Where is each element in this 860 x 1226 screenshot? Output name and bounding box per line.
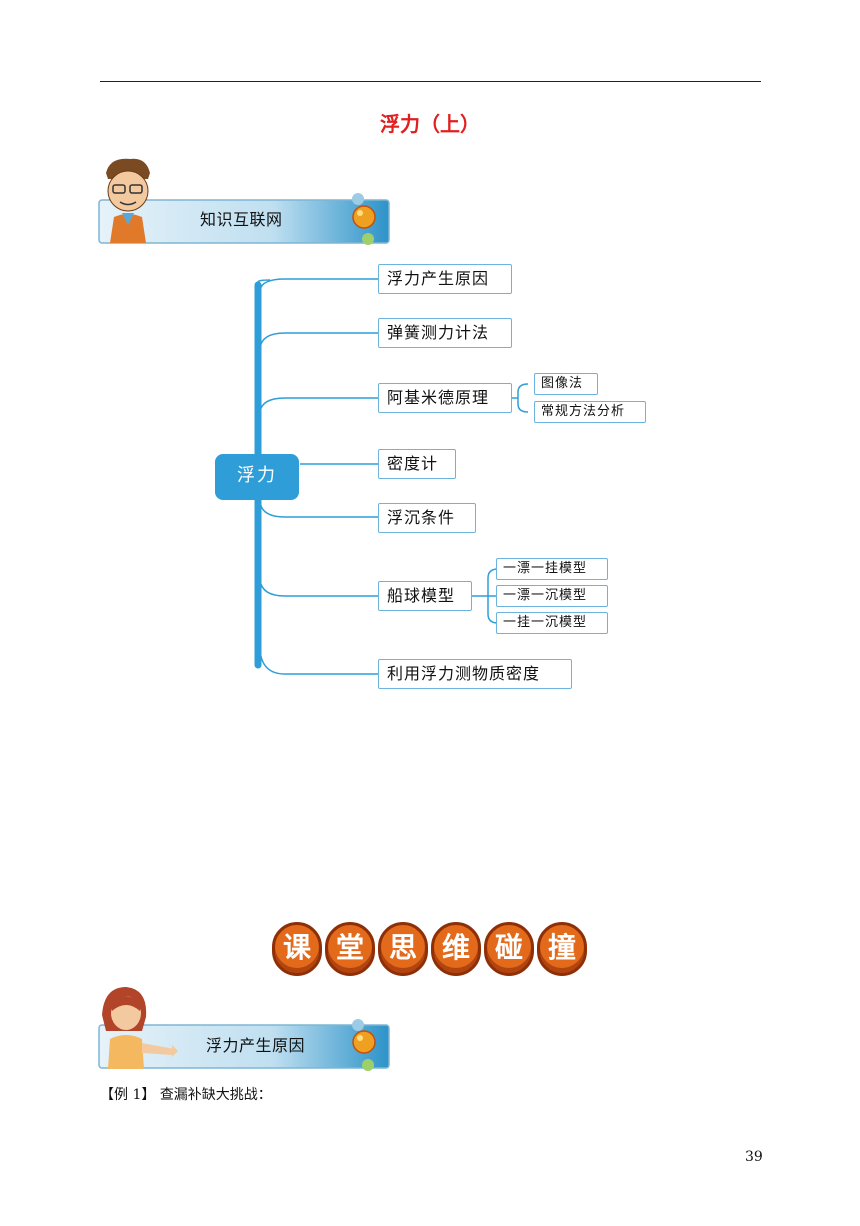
branch-float-sink-conditions: 浮沉条件 bbox=[378, 503, 476, 533]
mind-map-root: 浮力 bbox=[215, 454, 299, 500]
heading-char: 维 bbox=[431, 922, 481, 976]
student-avatar-icon bbox=[98, 987, 390, 1071]
branch-density-measurement: 利用浮力测物质密度 bbox=[378, 659, 572, 689]
branch-archimedes-principle: 阿基米德原理 bbox=[378, 383, 512, 413]
branch-boat-ball-model: 船球模型 bbox=[378, 581, 472, 611]
buoyancy-cause-banner: 浮力产生原因 bbox=[96, 985, 396, 1071]
branch-hydrometer: 密度计 bbox=[378, 449, 456, 479]
sub-hang-sink-model: 一挂一沉模型 bbox=[496, 612, 608, 634]
heading-char: 思 bbox=[378, 922, 428, 976]
page-title: 浮力（上） bbox=[380, 112, 480, 136]
branch-buoyancy-cause: 浮力产生原因 bbox=[378, 264, 512, 294]
page-number: 39 bbox=[745, 1149, 763, 1165]
example-text: 查漏补缺大挑战： bbox=[159, 1087, 272, 1103]
banner-label: 浮力产生原因 bbox=[206, 1036, 306, 1055]
sub-float-sink-model: 一漂一沉模型 bbox=[496, 585, 608, 607]
sub-graph-method: 图像法 bbox=[534, 373, 598, 395]
knowledge-network-banner: 知识互联网 bbox=[96, 155, 396, 245]
sub-float-hang-model: 一漂一挂模型 bbox=[496, 558, 608, 580]
teacher-avatar-icon bbox=[98, 158, 390, 245]
top-rule bbox=[100, 81, 761, 82]
heading-char: 碰 bbox=[484, 922, 534, 976]
branch-spring-scale-method: 弹簧测力计法 bbox=[378, 318, 512, 348]
heading-char: 撞 bbox=[537, 922, 587, 976]
section-heading: 课 堂 思 维 碰 撞 bbox=[272, 918, 588, 980]
sub-conventional-analysis: 常规方法分析 bbox=[534, 401, 646, 423]
heading-char: 课 bbox=[272, 922, 322, 976]
example-tag: 【例 1】 bbox=[100, 1087, 156, 1103]
example-line: 【例 1】 查漏补缺大挑战： bbox=[100, 1084, 272, 1104]
banner-label: 知识互联网 bbox=[200, 210, 283, 229]
heading-char: 堂 bbox=[325, 922, 375, 976]
mind-map: 浮力 浮力产生原因 弹簧测力计法 阿基米德原理 图像法 常规方法分析 密度计 浮… bbox=[0, 250, 860, 700]
